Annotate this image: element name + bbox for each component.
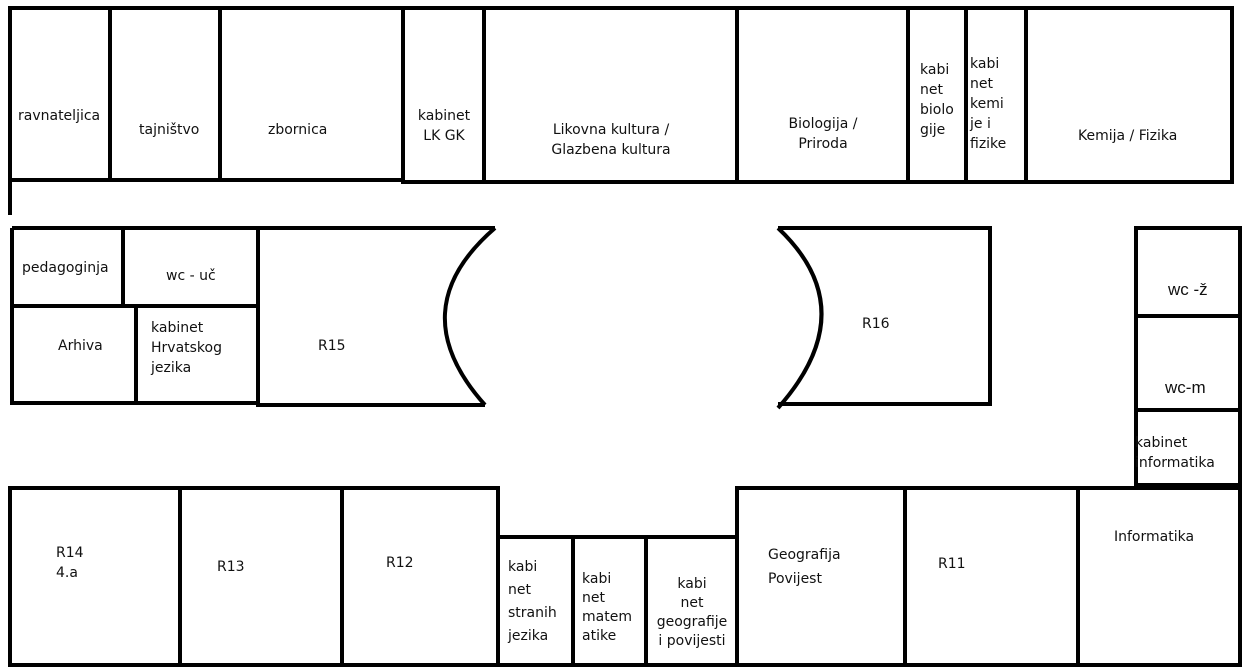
- room-pedagoginja: pedagoginja: [22, 260, 109, 276]
- room-wc-uc: wc - uč: [166, 268, 216, 284]
- room-ravnateljica: ravnateljica: [18, 108, 101, 124]
- r15-arc: [443, 226, 497, 407]
- room-tajnistvo: tajništvo: [139, 122, 200, 138]
- middle-left-walls: [10, 226, 495, 407]
- room-informatika: Informatika: [1114, 529, 1195, 545]
- room-kabinet-stranih: kabi net stranih jezika: [508, 559, 557, 644]
- room-kabinet-kemije: kabi net kemi je i fizike: [970, 56, 1007, 152]
- room-geografija-povijest: Geografija Povijest: [768, 547, 841, 587]
- room-wc-m: wc-m: [1165, 378, 1206, 397]
- room-kabinet-matematike: kabi net matem atike: [582, 571, 632, 644]
- room-kabinet-informatika: kabinet informatika: [1135, 435, 1215, 471]
- room-r14: R14 4.a: [56, 545, 84, 581]
- bottom-row-walls: [8, 486, 1242, 667]
- room-r12: R12: [386, 555, 414, 571]
- room-r13: R13: [217, 559, 245, 575]
- room-zbornica: zbornica: [268, 122, 328, 138]
- room-biologija: Biologija / Priroda: [788, 116, 858, 152]
- room-likovna-glazbena: Likovna kultura / Glazbena kultura: [551, 122, 671, 158]
- room-kabinet-hrvatskog: kabinet Hrvatskog jezika: [151, 320, 222, 376]
- room-r11: R11: [938, 556, 966, 572]
- top-row-walls: [8, 6, 1234, 215]
- r16-walls: [778, 226, 992, 406]
- room-kemija-fizika: Kemija / Fizika: [1078, 128, 1178, 144]
- room-arhiva: Arhiva: [58, 338, 103, 354]
- room-r16: R16: [862, 316, 890, 332]
- r16-arc: [776, 226, 824, 410]
- room-kabinet-geografije: kabi net geografije i povijesti: [656, 576, 728, 649]
- room-wc-z: wc -ž: [1168, 280, 1208, 299]
- room-kabinet-biologije: kabi net biolo gije: [920, 62, 954, 138]
- room-r15: R15: [318, 338, 346, 354]
- room-kabinet-lk-gk: kabinet LK GK: [417, 108, 471, 144]
- right-block-walls: [1134, 226, 1242, 487]
